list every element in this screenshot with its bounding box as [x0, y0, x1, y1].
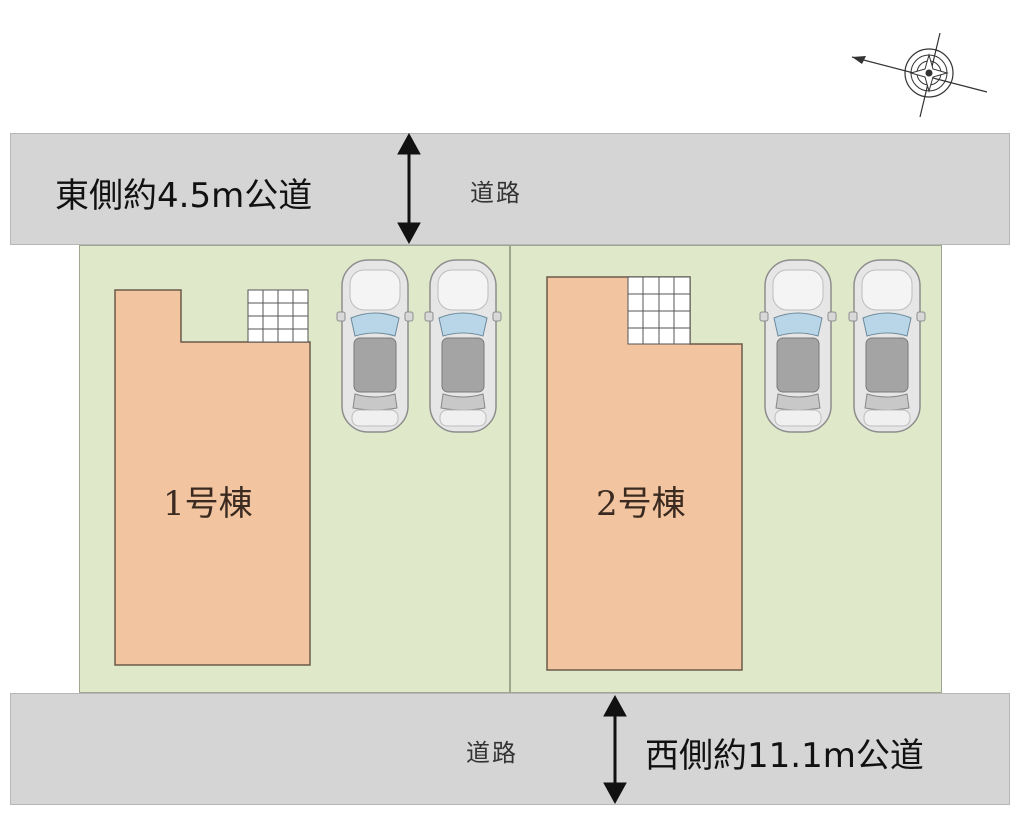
building-2-label: 2号棟	[596, 484, 686, 524]
building-1-label: 1号棟	[163, 484, 253, 524]
road-west	[10, 693, 1010, 805]
compass-icon	[851, 32, 988, 118]
road-east-description: 東側約4.5m公道	[55, 176, 313, 216]
road-east-label: 道路	[470, 179, 522, 207]
car-icon	[759, 259, 837, 433]
car-icon	[336, 259, 414, 433]
road-west-description: 西側約11.1m公道	[645, 736, 924, 776]
building-1	[114, 289, 311, 666]
car-icon	[424, 259, 502, 433]
road-east	[10, 133, 1010, 245]
building-2-entrance-grid	[627, 276, 691, 345]
car-icon	[848, 259, 926, 433]
width-arrow-icon	[397, 132, 421, 245]
width-arrow-icon	[603, 694, 627, 805]
road-west-label: 道路	[466, 739, 518, 767]
building-1-entrance-grid	[247, 289, 309, 343]
